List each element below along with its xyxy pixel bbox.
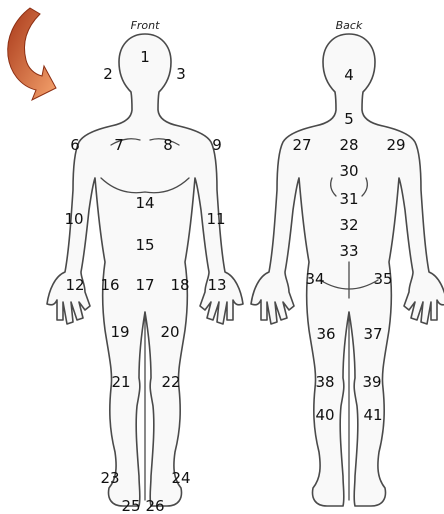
region-16[interactable]: 16 xyxy=(100,276,119,294)
region-39[interactable]: 39 xyxy=(362,373,381,391)
front-body-figure xyxy=(47,34,243,506)
region-4[interactable]: 4 xyxy=(344,66,354,84)
back-view-label: Back xyxy=(336,19,363,32)
region-29[interactable]: 29 xyxy=(386,136,405,154)
region-9[interactable]: 9 xyxy=(212,136,222,154)
region-1[interactable]: 1 xyxy=(140,48,150,66)
region-38[interactable]: 38 xyxy=(315,373,334,391)
region-6[interactable]: 6 xyxy=(70,136,80,154)
region-40[interactable]: 40 xyxy=(315,406,334,424)
region-32[interactable]: 32 xyxy=(339,216,358,234)
front-view-label: Front xyxy=(131,19,161,32)
region-18[interactable]: 18 xyxy=(170,276,189,294)
region-35[interactable]: 35 xyxy=(373,270,392,288)
region-7[interactable]: 7 xyxy=(114,136,124,154)
region-2[interactable]: 2 xyxy=(103,65,113,83)
region-17[interactable]: 17 xyxy=(135,276,154,294)
region-26[interactable]: 26 xyxy=(145,497,164,514)
region-31[interactable]: 31 xyxy=(339,190,358,208)
region-13[interactable]: 13 xyxy=(207,276,226,294)
region-14[interactable]: 14 xyxy=(135,194,154,212)
curved-arrow-icon[interactable] xyxy=(8,8,56,100)
region-41[interactable]: 41 xyxy=(363,406,382,424)
region-8[interactable]: 8 xyxy=(163,136,173,154)
region-21[interactable]: 21 xyxy=(111,373,130,391)
region-11[interactable]: 11 xyxy=(206,210,225,228)
region-5[interactable]: 5 xyxy=(344,110,354,128)
region-15[interactable]: 15 xyxy=(135,236,154,254)
region-30[interactable]: 30 xyxy=(339,162,358,180)
region-25[interactable]: 25 xyxy=(121,497,140,514)
region-34[interactable]: 34 xyxy=(305,270,324,288)
region-12[interactable]: 12 xyxy=(65,276,84,294)
region-10[interactable]: 10 xyxy=(64,210,83,228)
region-20[interactable]: 20 xyxy=(160,323,179,341)
region-37[interactable]: 37 xyxy=(363,325,382,343)
region-33[interactable]: 33 xyxy=(339,242,358,260)
region-22[interactable]: 22 xyxy=(161,373,180,391)
region-28[interactable]: 28 xyxy=(339,136,358,154)
region-23[interactable]: 23 xyxy=(100,469,119,487)
region-24[interactable]: 24 xyxy=(171,469,190,487)
region-3[interactable]: 3 xyxy=(176,65,186,83)
region-27[interactable]: 27 xyxy=(292,136,311,154)
region-36[interactable]: 36 xyxy=(316,325,335,343)
region-19[interactable]: 19 xyxy=(110,323,129,341)
back-body-figure xyxy=(251,34,444,506)
